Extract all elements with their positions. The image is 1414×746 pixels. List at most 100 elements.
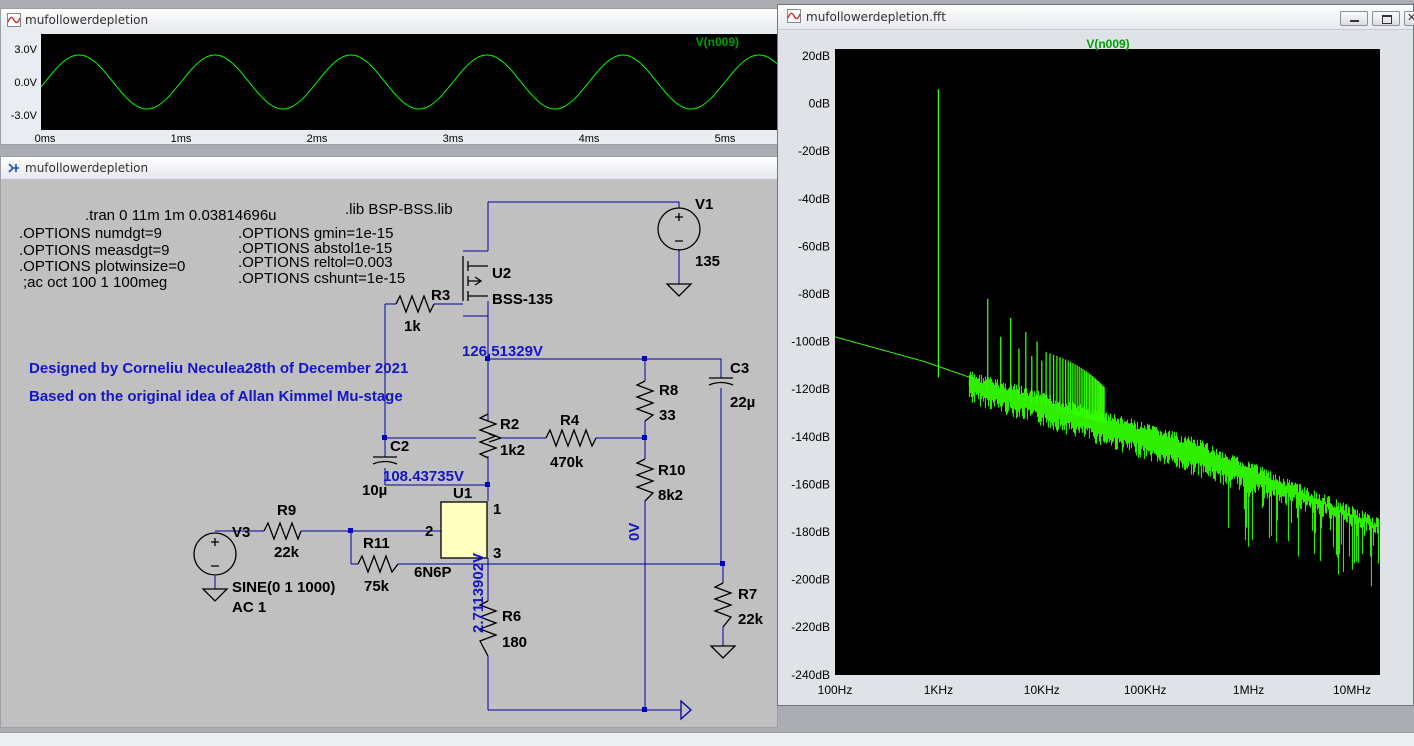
fft-y-tick: -40dB [798, 192, 830, 206]
directive-cshunt[interactable]: .OPTIONS cshunt=1e-15 [238, 270, 405, 287]
node-voltage-top[interactable]: 126.51329V [462, 343, 543, 360]
fft-y-tick: -240dB [791, 668, 830, 682]
directive-measdgt[interactable]: .OPTIONS measdgt=9 [19, 242, 169, 259]
fft-y-tick: 0dB [809, 97, 830, 111]
fft-harmonic-spikes [937, 89, 1105, 424]
r11-name[interactable]: R11 [363, 535, 390, 552]
r6-value[interactable]: 180 [502, 634, 527, 651]
waveform-x-tick: 5ms [715, 133, 736, 144]
r3-name[interactable]: R3 [431, 287, 450, 304]
v1-value[interactable]: 135 [695, 253, 720, 270]
waveform-trace [40, 54, 777, 110]
u1-name[interactable]: U1 [453, 485, 472, 502]
waveform-x-tick: 2ms [307, 133, 328, 144]
directive-numdgt[interactable]: .OPTIONS numdgt=9 [19, 225, 162, 242]
r4-symbol [545, 428, 597, 448]
waveform-x-tick: 0ms [35, 133, 56, 144]
schematic-window-title: mufollowerdepletion [25, 161, 149, 175]
v1-symbol [657, 207, 701, 251]
r4-name[interactable]: R4 [560, 412, 580, 429]
u1-triode-box[interactable] [440, 501, 488, 559]
fft-y-tick: -220dB [791, 620, 830, 634]
fft-window[interactable]: mufollowerdepletion.fft ✕ V(n009) 20dB 0d… [777, 4, 1414, 706]
r6-name[interactable]: R6 [502, 608, 521, 625]
v3-ground-symbol [201, 588, 229, 602]
waveform-x-tick: 4ms [579, 133, 600, 144]
r11-value[interactable]: 75k [364, 578, 390, 595]
directive-abstol[interactable]: .OPTIONS abstol1e-15 [238, 240, 392, 257]
schematic-window[interactable]: mufollowerdepletion [0, 156, 778, 728]
c2-name[interactable]: C2 [390, 438, 409, 455]
note-origin[interactable]: Based on the original idea of Allan Kimm… [29, 388, 403, 405]
r8-value[interactable]: 33 [659, 407, 676, 424]
r8-name[interactable]: R8 [659, 382, 678, 399]
schematic-titlebar[interactable]: mufollowerdepletion [1, 157, 777, 180]
fft-plot-area[interactable] [835, 49, 1380, 675]
r7-ground-symbol [709, 645, 737, 659]
u1-pin1: 1 [493, 501, 501, 518]
c2-value[interactable]: 10µ [362, 482, 387, 499]
directive-gmin[interactable]: .OPTIONS gmin=1e-15 [238, 225, 393, 242]
waveform-x-tick: 3ms [443, 133, 464, 144]
fft-y-tick: -140dB [791, 430, 830, 444]
node-voltage-zero[interactable]: 0V [626, 523, 643, 541]
r7-name[interactable]: R7 [738, 586, 757, 603]
note-designer[interactable]: Designed by Corneliu Neculea28th of Dece… [29, 360, 408, 377]
fft-y-tick: -200dB [791, 573, 830, 587]
u1-pin2: 2 [425, 523, 433, 540]
c3-value[interactable]: 22µ [730, 394, 755, 411]
r3-value[interactable]: 1k [404, 318, 421, 335]
fft-plot[interactable]: V(n009) 20dB0dB-20dB-40dB-60dB-80dB-100d… [778, 30, 1413, 705]
directive-plotwinsize[interactable]: .OPTIONS plotwinsize=0 [19, 258, 185, 275]
schematic-canvas[interactable]: .tran 0 11m 1m 0.03814696u .lib BSP-BSS.… [1, 179, 777, 727]
c2-symbol [372, 456, 398, 465]
v3-name[interactable]: V3 [232, 524, 250, 541]
schematic-window-icon [8, 163, 19, 173]
v3-value[interactable]: SINE(0 1 1000) [232, 579, 335, 596]
directive-ac[interactable]: ;ac oct 100 1 100meg [23, 274, 167, 291]
status-bar [0, 732, 1414, 746]
r7-symbol [713, 582, 733, 628]
v3-ac-value[interactable]: AC 1 [232, 599, 266, 616]
fft-noise-floor-trace [834, 336, 974, 380]
v1-name[interactable]: V1 [695, 196, 713, 213]
u1-value[interactable]: 6N6P [414, 564, 452, 581]
fft-x-tick: 1MHz [1233, 683, 1264, 697]
u1-pin3: 3 [493, 545, 501, 562]
r7-value[interactable]: 22k [738, 611, 764, 628]
waveform-plot-area[interactable] [41, 34, 777, 130]
waveform-titlebar[interactable]: mufollowerdepletion [1, 9, 777, 32]
fft-titlebar[interactable]: mufollowerdepletion.fft ✕ [778, 5, 1414, 30]
r2-value[interactable]: 1k2 [500, 442, 525, 459]
restore-icon [1382, 15, 1392, 24]
fft-window-icon [787, 9, 801, 23]
directive-reltol[interactable]: .OPTIONS reltol=0.003 [238, 254, 393, 271]
waveform-trace-label[interactable]: V(n009) [696, 35, 739, 49]
close-button[interactable]: ✕ [1404, 11, 1414, 26]
v1-ground-symbol [665, 283, 693, 297]
node-voltage-cathode[interactable]: 2.7113902V [470, 553, 487, 633]
directive-tran[interactable]: .tran 0 11m 1m 0.03814696u [85, 207, 277, 224]
minimize-button[interactable] [1340, 11, 1368, 26]
r9-name[interactable]: R9 [277, 502, 296, 519]
u2-name[interactable]: U2 [492, 265, 511, 282]
restore-button[interactable] [1372, 11, 1400, 26]
c3-symbol [708, 377, 734, 386]
c3-name[interactable]: C3 [730, 360, 749, 377]
fft-y-tick: 20dB [802, 49, 830, 63]
node-voltage-mid[interactable]: 108.43735V [383, 468, 464, 485]
fft-trace-label[interactable]: V(n009) [1086, 37, 1129, 51]
u2-value[interactable]: BSS-135 [492, 291, 553, 308]
fft-x-tick: 10KHz [1024, 683, 1060, 697]
directive-lib[interactable]: .lib BSP-BSS.lib [345, 201, 453, 218]
r9-value[interactable]: 22k [274, 544, 300, 561]
r3-symbol [395, 294, 435, 314]
r4-value[interactable]: 470k [550, 454, 584, 471]
fft-noise-band [968, 371, 1379, 587]
r2-name[interactable]: R2 [500, 416, 519, 433]
r10-value[interactable]: 8k2 [658, 487, 683, 504]
waveform-window-title: mufollowerdepletion [25, 13, 149, 27]
r10-name[interactable]: R10 [658, 462, 686, 479]
